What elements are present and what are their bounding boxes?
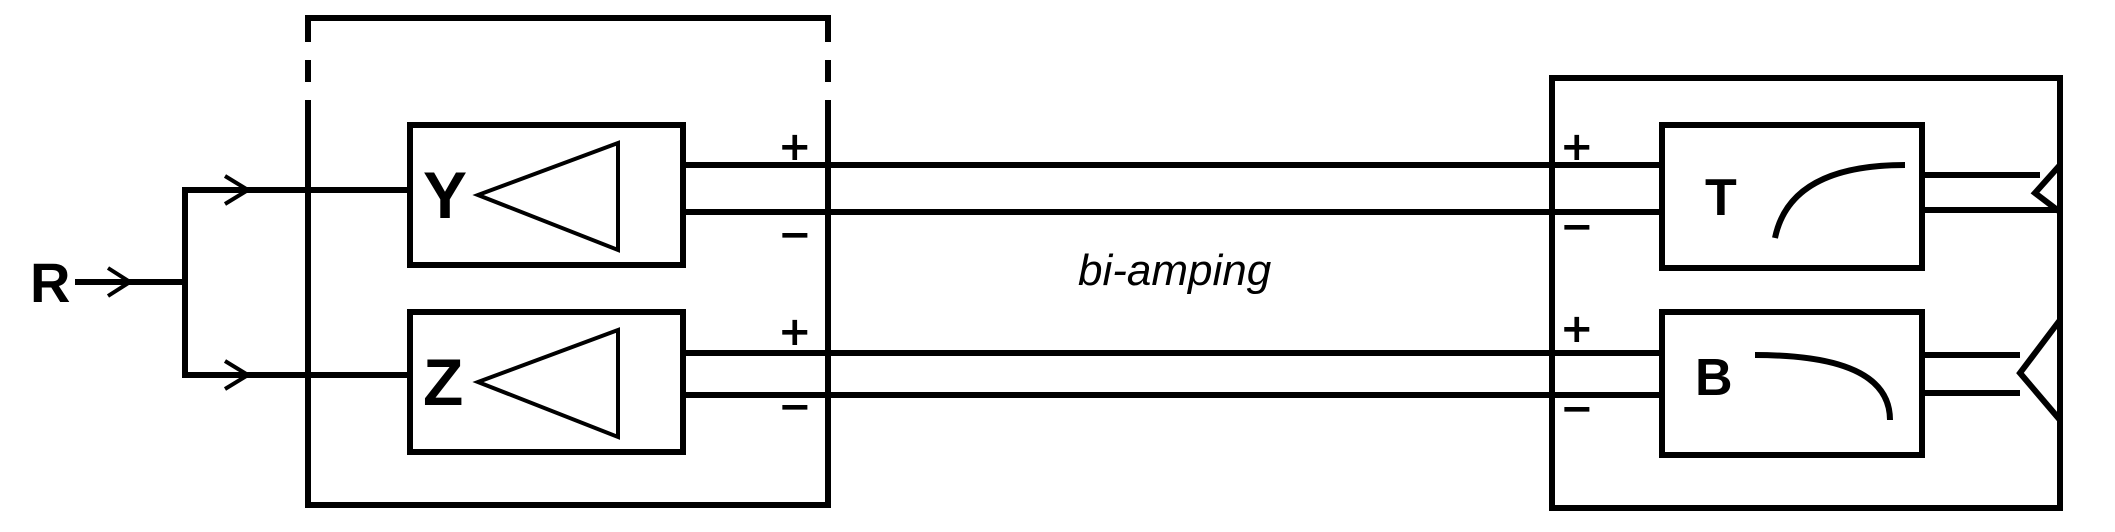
crossover-t: T: [1659, 122, 1925, 271]
speaker-cable-pair-1: [683, 162, 1662, 215]
crossover-b: B: [1659, 309, 1925, 458]
tweeter-driver: [2030, 163, 2063, 215]
crossover-b-label: B: [1695, 349, 1733, 407]
amplifier-z: Z: [407, 309, 686, 455]
amplifier-chassis: [305, 15, 831, 508]
woofer-driver: [2016, 318, 2063, 422]
speaker-enclosure: [1549, 75, 2063, 511]
speaker-t-minus-terminal: −: [1560, 204, 1594, 250]
speaker-b-plus-terminal: +: [1560, 306, 1594, 352]
caption: bi-amping: [1078, 246, 1272, 295]
crossover-t-label: T: [1705, 169, 1737, 227]
amplifier-y-label: Y: [423, 158, 467, 232]
amp-z-plus-terminal: +: [778, 309, 812, 355]
speaker-b-minus-terminal: −: [1560, 386, 1594, 432]
amplifier-y: Y: [407, 122, 686, 268]
woofer-wiring: [1922, 352, 2020, 396]
tweeter-wiring: [1922, 172, 2060, 213]
input-arrow: [75, 266, 185, 298]
speaker-t-plus-terminal: +: [1560, 124, 1594, 170]
speaker-cable-pair-2: [683, 350, 1662, 398]
amp-y-minus-terminal: −: [778, 212, 812, 258]
input-label: R: [30, 251, 70, 314]
amp-z-minus-terminal: −: [778, 384, 812, 430]
amplifier-z-label: Z: [423, 345, 463, 419]
splitter-lines: [182, 174, 410, 391]
